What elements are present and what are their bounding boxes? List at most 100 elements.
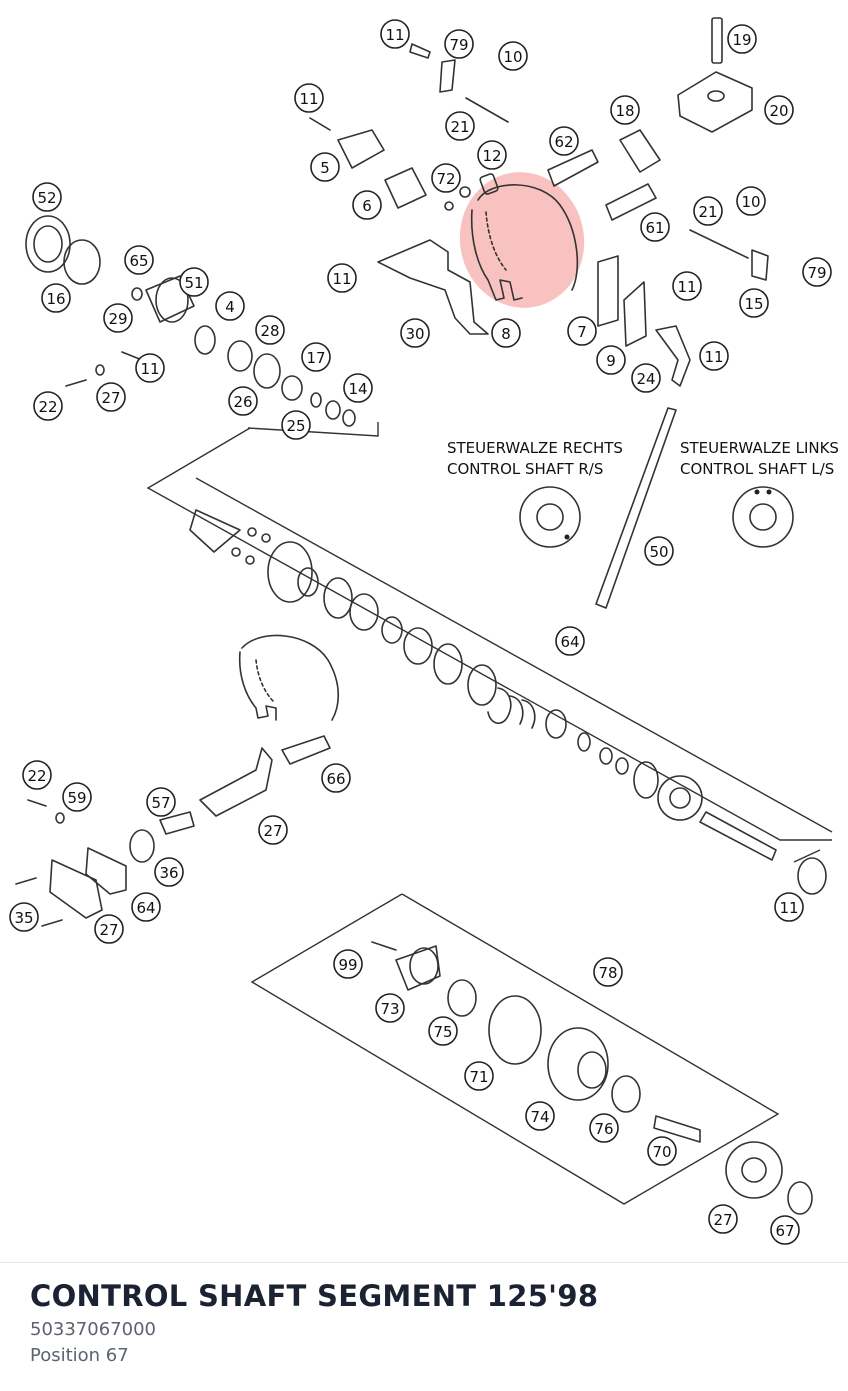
callout-73[interactable]: 73 [375,993,405,1023]
callout-36[interactable]: 36 [154,857,184,887]
part-info-footer: CONTROL SHAFT SEGMENT 125'98 50337067000… [0,1262,848,1391]
callout-22[interactable]: 22 [33,391,63,421]
callout-17[interactable]: 17 [301,342,331,372]
svg-text:28: 28 [260,322,279,340]
svg-text:25: 25 [286,417,305,435]
svg-text:75: 75 [433,1023,452,1041]
svg-text:5: 5 [320,159,330,177]
callout-4[interactable]: 4 [215,291,245,321]
svg-text:27: 27 [263,822,282,840]
callout-75[interactable]: 75 [428,1016,458,1046]
assembly-50 [146,427,833,895]
callout-52[interactable]: 52 [32,182,62,212]
svg-text:99: 99 [338,956,357,974]
callout-29[interactable]: 29 [103,303,133,333]
callout-61[interactable]: 61 [640,212,670,242]
callout-79[interactable]: 79 [444,29,474,59]
callout-59[interactable]: 59 [62,782,92,812]
callout-11[interactable]: 11 [135,353,165,383]
callout-57[interactable]: 57 [146,787,176,817]
svg-text:27: 27 [101,389,120,407]
callout-27[interactable]: 27 [96,382,126,412]
callout-66[interactable]: 66 [321,763,351,793]
callout-25[interactable]: 25 [281,410,311,440]
svg-text:21: 21 [698,203,717,221]
callout-11[interactable]: 11 [327,263,357,293]
callout-6[interactable]: 6 [352,190,382,220]
callout-62[interactable]: 62 [549,126,579,156]
callout-11[interactable]: 11 [672,271,702,301]
callout-24[interactable]: 24 [631,363,661,393]
callout-64[interactable]: 64 [555,626,585,656]
svg-text:78: 78 [598,964,617,982]
callout-67[interactable]: 67 [770,1215,800,1245]
callout-35[interactable]: 35 [9,902,39,932]
callout-19[interactable]: 19 [727,24,757,54]
svg-text:57: 57 [151,794,170,812]
callout-12[interactable]: 12 [477,140,507,170]
callout-30[interactable]: 30 [400,318,430,348]
callout-21[interactable]: 21 [445,111,475,141]
callout-20[interactable]: 20 [764,95,794,125]
kit-99 [250,893,813,1215]
label-steuerwalze-links: STEUERWALZE LINKS [680,439,839,457]
svg-text:10: 10 [503,48,522,66]
control-shaft-gears [519,486,794,548]
svg-text:64: 64 [136,899,155,917]
callout-8[interactable]: 8 [491,318,521,348]
callout-22[interactable]: 22 [22,760,52,790]
label-control-shaft-rs: CONTROL SHAFT R/S [447,460,603,478]
svg-text:27: 27 [99,921,118,939]
svg-text:17: 17 [306,349,325,367]
callout-14[interactable]: 14 [343,373,373,403]
svg-text:22: 22 [38,398,57,416]
svg-text:11: 11 [332,270,351,288]
callout-72[interactable]: 72 [431,163,461,193]
svg-text:11: 11 [140,360,159,378]
callout-5[interactable]: 5 [310,152,340,182]
svg-text:11: 11 [385,26,404,44]
callout-70[interactable]: 70 [647,1136,677,1166]
callout-74[interactable]: 74 [525,1101,555,1131]
callout-11[interactable]: 11 [699,341,729,371]
svg-text:51: 51 [184,274,203,292]
callout-50[interactable]: 50 [644,536,674,566]
callout-27[interactable]: 27 [94,914,124,944]
callout-7[interactable]: 7 [567,316,597,346]
svg-text:30: 30 [405,325,424,343]
callout-65[interactable]: 65 [124,245,154,275]
callout-76[interactable]: 76 [589,1113,619,1143]
svg-text:10: 10 [741,193,760,211]
callout-10[interactable]: 10 [498,41,528,71]
part-14-hose [595,407,677,609]
callout-28[interactable]: 28 [255,315,285,345]
label-control-shaft-ls: CONTROL SHAFT L/S [680,460,834,478]
callout-79[interactable]: 79 [802,257,832,287]
callout-16[interactable]: 16 [41,283,71,313]
svg-text:27: 27 [713,1211,732,1229]
callout-51[interactable]: 51 [179,267,209,297]
svg-text:66: 66 [326,770,345,788]
svg-text:71: 71 [469,1068,488,1086]
callout-99[interactable]: 99 [333,949,363,979]
callout-11[interactable]: 11 [380,19,410,49]
svg-text:73: 73 [380,1000,399,1018]
svg-text:74: 74 [530,1108,549,1126]
svg-text:79: 79 [807,264,826,282]
callout-11[interactable]: 11 [774,892,804,922]
callout-18[interactable]: 18 [610,95,640,125]
svg-text:4: 4 [225,298,235,316]
callout-71[interactable]: 71 [464,1061,494,1091]
svg-text:6: 6 [362,197,372,215]
callout-27[interactable]: 27 [708,1204,738,1234]
callout-21[interactable]: 21 [693,196,723,226]
callout-15[interactable]: 15 [739,288,769,318]
callout-64[interactable]: 64 [131,892,161,922]
callout-78[interactable]: 78 [593,957,623,987]
callout-10[interactable]: 10 [736,186,766,216]
callout-11[interactable]: 11 [294,83,324,113]
callout-9[interactable]: 9 [596,345,626,375]
svg-text:67: 67 [775,1222,794,1240]
callout-27[interactable]: 27 [258,815,288,845]
callout-26[interactable]: 26 [228,386,258,416]
